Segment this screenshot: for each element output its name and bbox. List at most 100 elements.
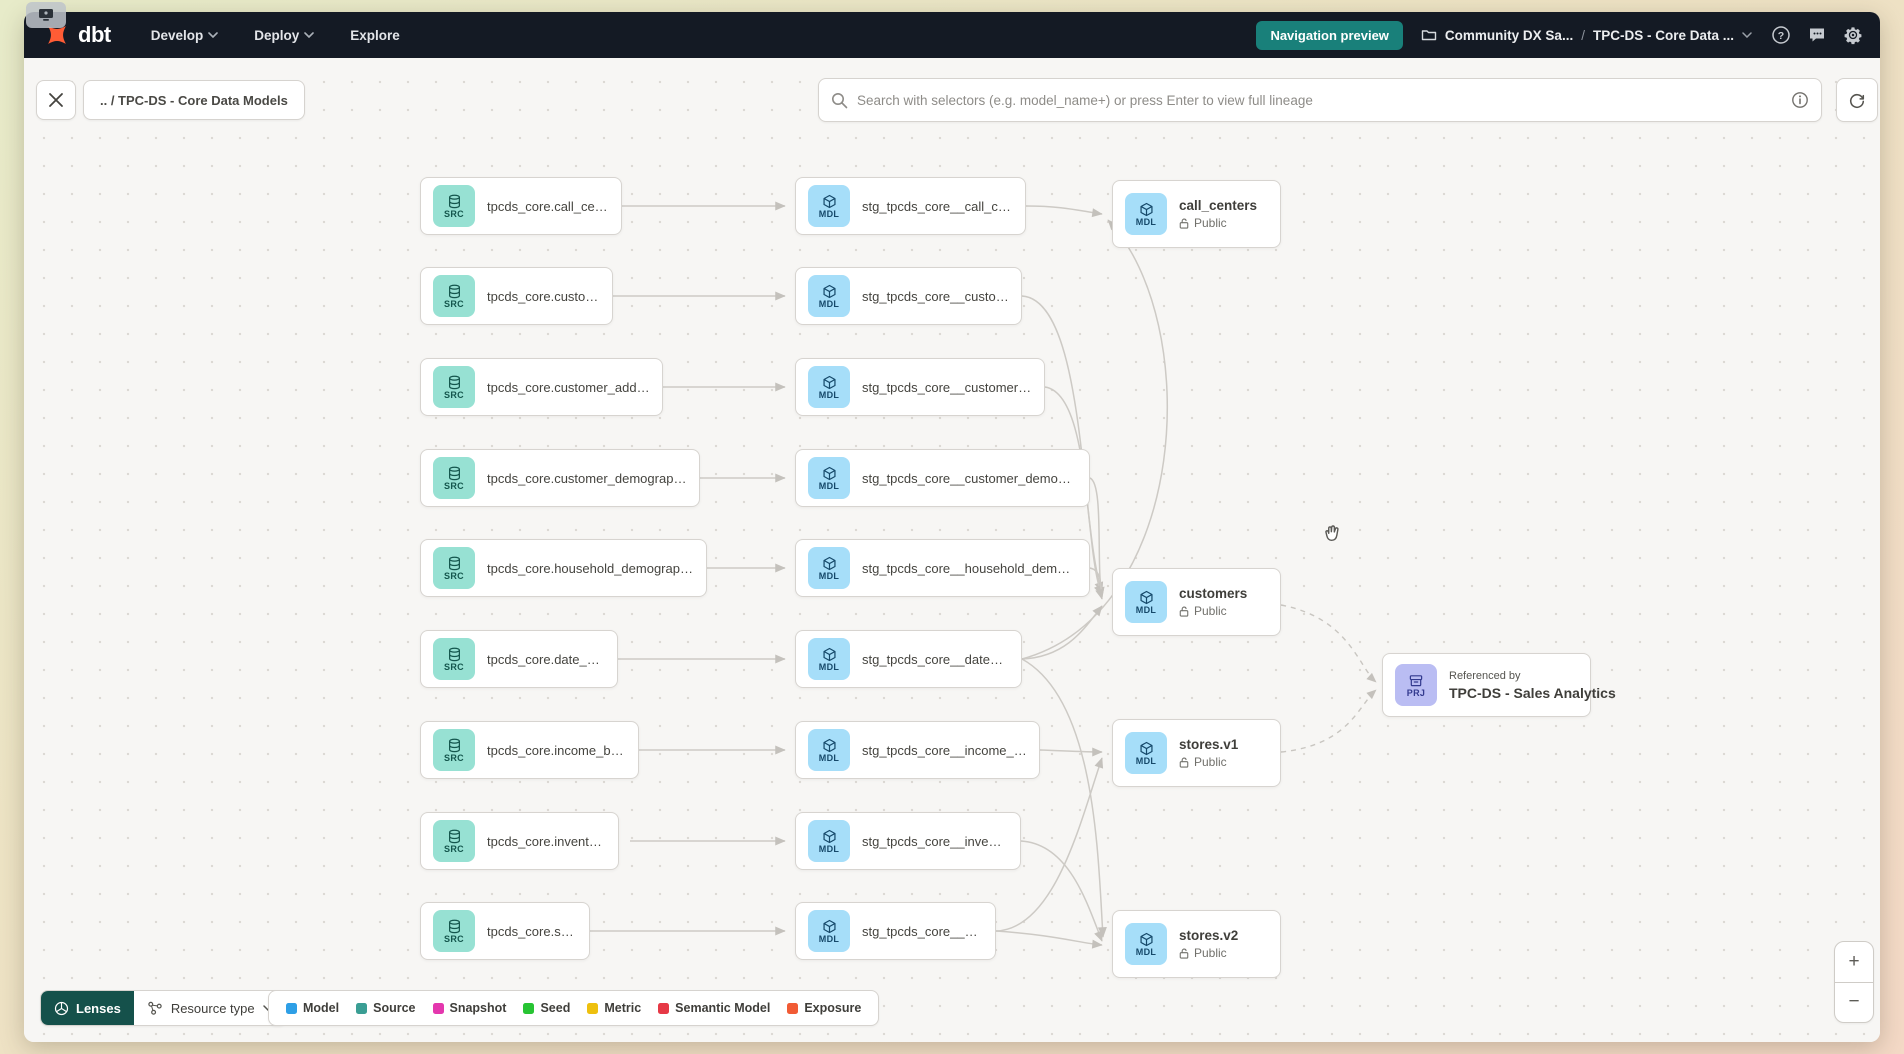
database-icon <box>448 738 460 752</box>
node-label: tpcds_core.customer_address <box>487 379 650 395</box>
model-tile: MDL <box>808 275 850 317</box>
lineage-breadcrumb-chip[interactable]: .. / TPC-DS - Core Data Models <box>83 80 305 120</box>
zoom-out-button[interactable]: − <box>1848 991 1860 1013</box>
staging-model-node[interactable]: MDL stg_tpcds_core__inventory <box>795 812 1021 870</box>
model-cube-icon <box>1139 932 1153 946</box>
staging-model-node[interactable]: MDL stg_tpcds_core__customer_address <box>795 358 1045 416</box>
model-tile: MDL <box>1125 193 1167 235</box>
model-cube-icon <box>822 647 836 661</box>
staging-model-node[interactable]: MDL stg_tpcds_core__call_center <box>795 177 1026 235</box>
model-cube-icon <box>1139 590 1153 604</box>
source-tile: SRC <box>433 547 475 589</box>
source-node[interactable]: SRC tpcds_core.customer_demographics <box>420 449 700 507</box>
model-tile: MDL <box>1125 923 1167 965</box>
project-breadcrumb[interactable]: Community DX Sa... / TPC-DS - Core Data … <box>1421 28 1752 43</box>
model-tile: MDL <box>1125 732 1167 774</box>
legend-item: Semantic Model <box>658 1001 770 1015</box>
staging-model-node[interactable]: MDL stg_tpcds_core__store <box>795 902 996 960</box>
model-cube-icon <box>822 738 836 752</box>
staging-model-node[interactable]: MDL stg_tpcds_core__income_band <box>795 721 1040 779</box>
public-model-node[interactable]: MDL call_centers Public <box>1112 180 1281 248</box>
legend-item: Metric <box>587 1001 641 1015</box>
lineage-edge <box>1089 567 1105 600</box>
help-icon[interactable]: ? <box>1770 24 1792 46</box>
model-cube-icon <box>822 194 836 208</box>
source-node[interactable]: SRC tpcds_core.customer_address <box>420 358 663 416</box>
chevron-down-icon <box>1742 32 1752 38</box>
breadcrumb-environment[interactable]: TPC-DS - Core Data ... <box>1592 27 1734 43</box>
nav-item-develop[interactable]: Develop <box>151 28 219 43</box>
source-node[interactable]: SRC tpcds_core.household_demographics <box>420 539 707 597</box>
node-label: stg_tpcds_core__customer <box>862 288 1009 304</box>
zoom-controls: + − <box>1834 941 1874 1023</box>
public-model-node[interactable]: MDL stores.v1 Public <box>1112 719 1281 787</box>
database-icon <box>448 375 460 389</box>
feedback-icon[interactable] <box>1806 24 1828 46</box>
database-icon <box>448 284 460 298</box>
navigation-preview-button[interactable]: Navigation preview <box>1256 20 1403 50</box>
lineage-edge <box>1021 658 1107 938</box>
breadcrumb-separator: / <box>1581 27 1585 43</box>
source-node[interactable]: SRC tpcds_core.date_dim <box>420 630 618 688</box>
app-window: dbt Develop Deploy Explore Navigation pr… <box>24 12 1880 1042</box>
project-node[interactable]: PRJ Referenced by TPC-DS - Sales Analyti… <box>1382 653 1616 717</box>
model-name: stores.v2 <box>1179 928 1239 943</box>
source-node[interactable]: SRC tpcds_core.inventory <box>420 812 619 870</box>
nav-item-explore[interactable]: Explore <box>350 28 400 43</box>
staging-model-node[interactable]: MDL stg_tpcds_core__customer_demogra... <box>795 449 1090 507</box>
model-cube-icon <box>1139 741 1153 755</box>
model-tile: MDL <box>808 185 850 227</box>
model-tile: MDL <box>808 910 850 952</box>
search-input[interactable] <box>857 92 1782 108</box>
source-node[interactable]: SRC tpcds_core.store <box>420 902 590 960</box>
source-node[interactable]: SRC tpcds_core.customer <box>420 267 613 325</box>
lock-icon <box>1179 218 1189 229</box>
staging-model-node[interactable]: MDL stg_tpcds_core__customer <box>795 267 1022 325</box>
nav-item-label: Deploy <box>254 27 300 43</box>
node-label: stg_tpcds_core__store <box>862 923 983 939</box>
dbt-logo[interactable]: dbt <box>42 20 111 50</box>
model-tile: MDL <box>808 366 850 408</box>
staging-model-node[interactable]: MDL stg_tpcds_core__date_dim <box>795 630 1022 688</box>
public-model-node[interactable]: MDL stores.v2 Public <box>1112 910 1281 978</box>
refresh-lineage-button[interactable] <box>1836 78 1878 122</box>
source-node[interactable]: SRC tpcds_core.call_center <box>420 177 622 235</box>
lenses-button[interactable]: Lenses <box>41 991 134 1025</box>
lineage-canvas[interactable]: .. / TPC-DS - Core Data Models SRC tpcds <box>24 58 1880 1042</box>
resource-type-button[interactable]: Resource type <box>134 991 286 1025</box>
node-label: stg_tpcds_core__household_demogr... <box>862 560 1077 576</box>
legend-item: Exposure <box>787 1001 861 1015</box>
folder-icon <box>1421 30 1437 41</box>
database-icon <box>448 556 460 570</box>
legend-label: Snapshot <box>449 1001 507 1015</box>
lineage-search <box>818 78 1822 122</box>
legend-label: Model <box>303 1001 340 1015</box>
zoom-in-button[interactable]: + <box>1835 942 1873 983</box>
settings-gear-icon[interactable] <box>1842 24 1864 46</box>
model-cube-icon <box>822 466 836 480</box>
monitor-icon <box>39 9 53 21</box>
close-lineage-button[interactable] <box>36 80 76 120</box>
legend-swatch <box>432 1002 444 1014</box>
source-tile: SRC <box>433 275 475 317</box>
breadcrumb-project[interactable]: Community DX Sa... <box>1444 27 1574 43</box>
lineage-edge <box>995 930 1103 949</box>
access-label: Public <box>1194 755 1227 769</box>
legend-item: Seed <box>523 1001 570 1015</box>
lineage-edge-dashed <box>1280 604 1377 683</box>
brand-name: dbt <box>78 22 111 47</box>
pan-hand-cursor <box>1325 525 1339 541</box>
project-name: TPC-DS - Sales Analytics <box>1449 684 1616 701</box>
access-label: Public <box>1194 946 1227 960</box>
lock-icon <box>1179 757 1189 768</box>
staging-model-node[interactable]: MDL stg_tpcds_core__household_demogr... <box>795 539 1090 597</box>
nav-item-deploy[interactable]: Deploy <box>254 27 315 43</box>
public-model-node[interactable]: MDL customers Public <box>1112 568 1281 636</box>
referenced-by-label: Referenced by <box>1449 669 1521 682</box>
source-node[interactable]: SRC tpcds_core.income_band <box>420 721 639 779</box>
source-tile: SRC <box>433 366 475 408</box>
database-icon <box>448 194 460 208</box>
lineage-edge <box>1021 605 1103 660</box>
info-icon[interactable] <box>1791 91 1809 109</box>
model-tile: MDL <box>808 547 850 589</box>
